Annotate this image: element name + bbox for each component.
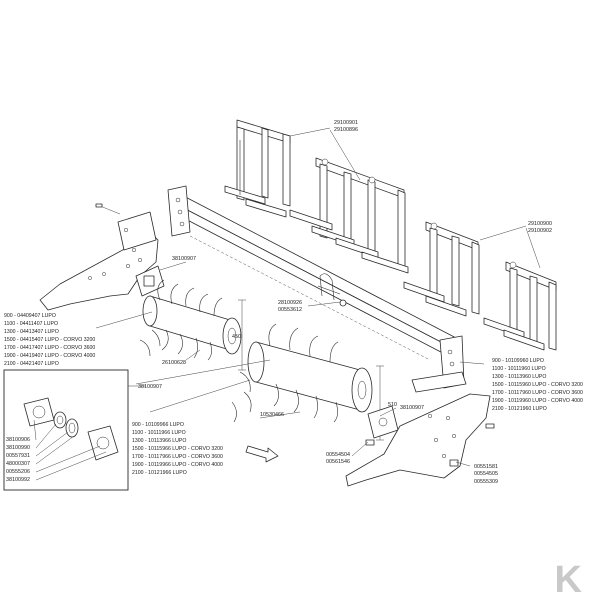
label-bolts-right-2: 00554505 [474,471,498,477]
variant-list-center-item: 1700 - 10117966 LUPO - CORVO 3600 [132,454,223,460]
variant-list-left-item: 1100 - 04411407 LUPO [4,321,58,327]
left-side-plate [39,203,159,311]
leader-lines [33,127,541,481]
label-inset-part-1: 38100906 [6,437,30,443]
variant-list-center: 900 - 10109966 LUPO 1100 - 10111966 LUPO… [132,422,223,476]
variant-list-right-item: 1100 - 10111960 LUPO [492,366,546,372]
variant-list-right-item: 1900 - 10119960 LUPO - CORVO 4000 [492,398,583,404]
bearing-inset-box [3,369,146,491]
label-frames-top-2: 29100896 [334,127,358,133]
label-bracket-right: 38100907 [400,405,424,411]
label-rod-1: 28100926 [278,300,302,306]
right-side-plate [345,371,495,487]
variant-list-left-item: 2100 - 04421407 LUPO [4,361,59,367]
variant-list-left-item: 1900 - 04419407 LUPO - CORVO 4000 [4,353,95,359]
variant-list-right-item: 1500 - 10115960 LUPO - CORVO 3200 [492,382,583,388]
variant-list-left-item: 900 - 04409407 LUPO [4,313,56,319]
variant-list-left-item: 1300 - 04413407 LUPO [4,329,59,335]
label-bolts-lower-2: 00561546 [326,459,350,465]
label-inset-top: 38100907 [138,384,162,390]
upper-rotor [139,279,242,361]
part-labels: 29100901 29100896 29100900 29100902 3810… [6,120,552,485]
lower-rotor [231,323,373,423]
variant-list-center-item: 1900 - 10119966 LUPO - CORVO 4000 [132,462,223,468]
dimension-450 [238,299,246,371]
label-bolts-lower-1: 00554504 [326,452,350,458]
label-inset-part-6: 38100992 [6,477,30,483]
bearing-plate-left [135,265,165,297]
variant-list-left-item: 1700 - 04417407 LUPO - CORVO 3600 [4,345,95,351]
label-inset-part-3: 00557931 [6,453,30,459]
variant-list-left-item: 1500 - 04415407 LUPO - CORVO 3200 [4,337,95,343]
label-frames-top-1: 29100901 [334,120,358,126]
label-rod-2: 00553612 [278,307,302,313]
label-inset-part-4: 48000307 [6,461,30,467]
label-dim-lower: 510 [388,402,397,408]
variant-list-center-item: 1500 - 10115966 LUPO - CORVO 3200 [132,446,223,452]
levelling-frame-1 [224,119,291,218]
variant-list-center-item: 1300 - 10113966 LUPO [132,438,186,444]
label-bolts-right-1: 00551581 [474,464,498,470]
brand-logo: K [555,559,583,600]
variant-list-right-item: 1700 - 10117960 LUPO - CORVO 3600 [492,390,583,396]
brand-logo-letter: K [555,559,583,600]
variant-list-right: 900 - 10109960 LUPO 1100 - 10111960 LUPO… [492,358,583,412]
label-rotor-ring: 26100628 [162,360,186,366]
label-bolts-right-3: 00555309 [474,479,498,485]
levelling-frame-2 [289,157,409,274]
label-frames-right-1: 29100900 [528,221,552,227]
variant-list-center-item: 2100 - 10121966 LUPO [132,470,187,476]
variant-list-center-item: 1100 - 10111966 LUPO [132,430,186,436]
label-shaft-part: 10530466 [260,412,284,418]
label-inset-part-5: 00555206 [6,469,30,475]
levelling-frame-4 [483,261,557,351]
variant-list-center-item: 900 - 10109966 LUPO [132,422,184,428]
label-bracket-left: 38100907 [172,256,196,262]
levelling-frame-3 [403,221,480,317]
label-frames-right-2: 29100902 [528,228,552,234]
main-beam [167,185,465,389]
variant-list-right-item: 1300 - 10113960 LUPO [492,374,546,380]
direction-arrow [245,445,279,463]
label-dim-upper: 450 [232,334,241,340]
variant-list-left: 900 - 04409407 LUPO 1100 - 04411407 LUPO… [4,313,95,367]
variant-list-right-item: 900 - 10109960 LUPO [492,358,544,364]
label-inset-part-2: 38100990 [6,445,30,451]
variant-list-right-item: 2100 - 10121960 LUPO [492,406,547,412]
u-bolt-rod [317,273,347,307]
